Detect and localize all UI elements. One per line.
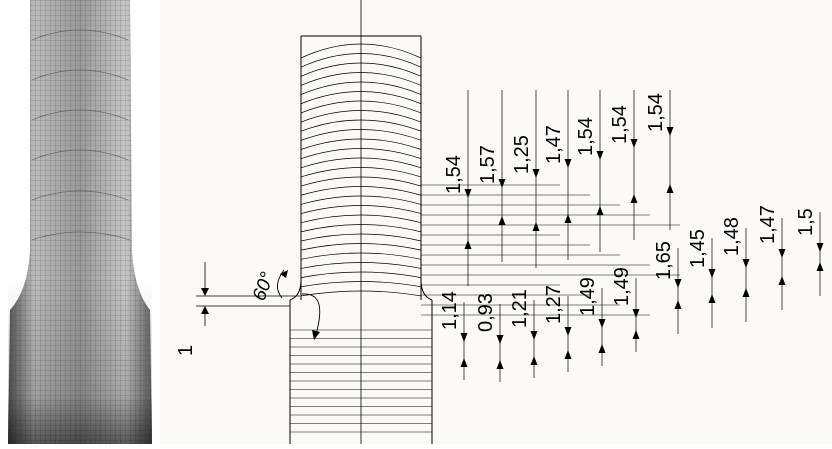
arrow-up-icon: [778, 276, 786, 285]
angle-indicator: 60°: [249, 269, 321, 340]
step-label: 1: [175, 345, 197, 356]
grid-arc: [300, 81, 422, 95]
dimension-label: 1,45: [687, 229, 709, 268]
arrow-down-icon: [496, 335, 504, 344]
dimension-label: 1,49: [611, 267, 633, 306]
specimen-photo: [0, 0, 160, 444]
arrow-down-icon: [674, 279, 682, 288]
arrow-down-icon: [532, 169, 540, 178]
arrow-down-icon: [564, 327, 572, 336]
grid-arc: [300, 195, 422, 205]
grid-arc: [300, 138, 422, 150]
arrow-up-icon: [564, 350, 572, 359]
grid-arc: [300, 224, 422, 233]
grid-arc: [300, 148, 422, 159]
grid-arc: [300, 252, 422, 260]
dimension-label: 1,54: [443, 155, 465, 194]
grid-arc: [300, 43, 422, 59]
arrow-up-icon: [742, 288, 750, 297]
arrow-down-icon: [708, 269, 716, 278]
grid-lines: [290, 184, 680, 433]
grid-arc: [300, 186, 422, 196]
arrow-up-icon: [564, 214, 572, 223]
grid-arc: [300, 205, 422, 214]
arrow-down-icon: [598, 319, 606, 328]
grid-arc: [300, 62, 422, 77]
grid-arc: [300, 119, 422, 132]
dimension-label: 1,54: [645, 93, 667, 132]
grid-arc: [300, 281, 422, 288]
left-step-dimension: 1: [175, 262, 300, 356]
grid-arc: [300, 243, 422, 251]
grid-arc: [300, 176, 422, 187]
grid-arc: [300, 290, 422, 297]
arrow-down-icon: [630, 139, 638, 148]
grid-arc: [300, 167, 422, 178]
grid-arc: [300, 110, 422, 123]
dimension-label: 1,25: [511, 135, 533, 174]
dimension-label: 1,27: [543, 285, 565, 324]
arrow-down-icon: [596, 151, 604, 160]
grid-arc: [300, 129, 422, 141]
arrow-down-icon: [460, 333, 468, 342]
dimension-label: 1,47: [543, 125, 565, 164]
grid-arc: [300, 157, 422, 169]
arrow-down-icon: [778, 249, 786, 258]
arrow-down-icon: [464, 189, 472, 198]
grid-arc: [300, 91, 422, 105]
grid-arcs: [300, 43, 422, 297]
arrow-down-icon: [498, 179, 506, 188]
arrow-down-icon: [564, 159, 572, 168]
arrow-up-icon: [532, 222, 540, 231]
specimen-outline: [289, 0, 433, 444]
dimension-label: 0,93: [475, 293, 497, 332]
arrow-up-icon: [666, 184, 674, 193]
grid-arc: [300, 233, 422, 242]
dimension-label: 1,54: [575, 117, 597, 156]
grid-arc: [300, 262, 422, 269]
grid-arc: [300, 53, 422, 68]
dimension-label: 1,54: [609, 105, 631, 144]
dimension-label: 1,5: [795, 208, 817, 236]
grid-arc: [300, 214, 422, 224]
arrow-down-icon: [742, 259, 750, 268]
grid-arc: [300, 72, 422, 86]
arrow-up-icon: [496, 360, 504, 369]
arrow-up-icon: [708, 294, 716, 303]
arrow-down-icon: [666, 127, 674, 136]
grid-arc: [300, 100, 422, 114]
dimension-label: 1,49: [577, 277, 599, 316]
specimen-photo-image: [0, 0, 160, 444]
arrow-up-icon: [498, 216, 506, 225]
arrow-up-icon: [816, 262, 824, 271]
arrow-down-icon: [816, 243, 824, 252]
arrow-up-icon: [530, 356, 538, 365]
dimension-labels: 1,54 1,57 1,25 1,47 1,54 1,54 1,54 1,65 1,45 1,48…: [439, 93, 817, 332]
dimension-label: 1,65: [653, 241, 675, 280]
dimension-arrows: [460, 127, 824, 369]
arrow-down-icon: [632, 309, 640, 318]
angle-label: 60°: [249, 269, 279, 304]
arrow-up-icon: [598, 344, 606, 353]
arrow-down-icon: [530, 331, 538, 340]
dimension-label: 1,48: [721, 217, 743, 256]
dimension-label: 1,21: [509, 289, 531, 328]
arrow-up-icon: [674, 300, 682, 309]
dimension-label: 1,47: [757, 205, 779, 244]
arrow-up-icon: [630, 194, 638, 203]
arrow-up-icon: [464, 240, 472, 249]
grid-arc: [300, 271, 422, 278]
arrow-up-icon: [596, 206, 604, 215]
dimension-label: 1,57: [477, 145, 499, 184]
arrow-up-icon: [460, 358, 468, 367]
arrow-up-icon: [632, 330, 640, 339]
dimension-label: 1,14: [439, 291, 461, 330]
